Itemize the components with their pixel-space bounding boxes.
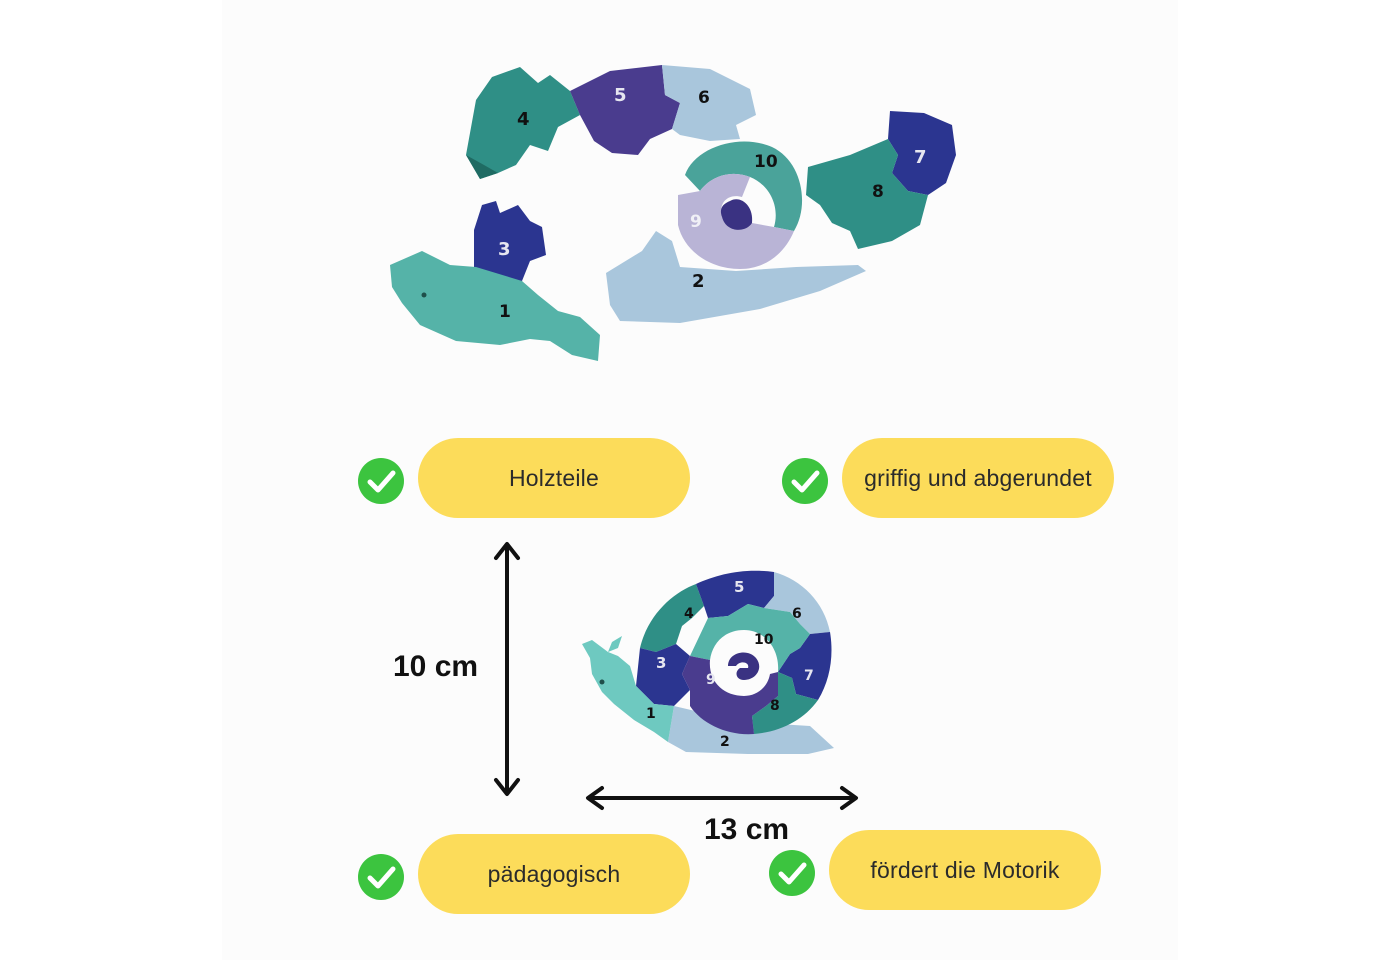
piece-number-7: 7 bbox=[914, 147, 927, 168]
check-icon bbox=[769, 850, 815, 896]
snail-piece-7 bbox=[778, 632, 832, 700]
snail-piece-5 bbox=[696, 570, 774, 618]
snail-number-1: 1 bbox=[646, 706, 656, 722]
puzzle-piece-5 bbox=[570, 65, 680, 155]
snail-number-9: 9 bbox=[706, 672, 716, 688]
piece-number-1: 1 bbox=[499, 302, 511, 322]
height-label: 10 cm bbox=[393, 650, 479, 683]
width-arrow bbox=[586, 786, 858, 810]
check-icon bbox=[358, 854, 404, 900]
piece-number-3: 3 bbox=[498, 239, 511, 260]
height-arrow bbox=[494, 542, 520, 796]
snail-number-10: 10 bbox=[754, 632, 774, 648]
piece-number-4: 4 bbox=[517, 109, 530, 130]
feature-pill-holzteile: Holzteile bbox=[418, 438, 690, 518]
puzzle-piece-2 bbox=[606, 231, 866, 323]
snail-piece-1 bbox=[582, 640, 674, 742]
puzzle-piece-10 bbox=[685, 141, 803, 231]
puzzle-piece-1 bbox=[390, 251, 600, 361]
piece-number-8: 8 bbox=[872, 182, 884, 202]
snail-number-3: 3 bbox=[656, 654, 666, 672]
width-label: 13 cm bbox=[704, 813, 790, 846]
disassembled-puzzle-image: 4 5 6 7 8 9 10 2 3 1 bbox=[390, 65, 956, 361]
piece-number-10: 10 bbox=[754, 152, 778, 172]
puzzle-piece-4 bbox=[466, 67, 580, 179]
snail-piece-3 bbox=[636, 644, 690, 706]
snail-piece-4 bbox=[640, 584, 704, 652]
piece-number-5: 5 bbox=[614, 85, 627, 106]
assembled-snail-puzzle-image: 5 6 4 10 3 9 7 8 1 2 bbox=[582, 570, 834, 754]
snail-piece-6 bbox=[764, 572, 830, 634]
snail-number-7: 7 bbox=[804, 668, 814, 684]
piece-number-6: 6 bbox=[698, 88, 710, 108]
piece-number-2: 2 bbox=[692, 271, 705, 292]
snail-number-6: 6 bbox=[792, 606, 802, 622]
feature-pill-paedagogisch: pädagogisch bbox=[418, 834, 690, 914]
feature-pill-griffig: griffig und abgerundet bbox=[842, 438, 1114, 518]
puzzle-piece-8 bbox=[806, 139, 928, 249]
puzzle-piece-3 bbox=[474, 201, 546, 281]
snail-piece-10 bbox=[690, 604, 810, 672]
check-icon bbox=[358, 458, 404, 504]
puzzle-piece-9 bbox=[678, 173, 794, 269]
snail-number-5: 5 bbox=[734, 578, 744, 596]
snail-piece-9 bbox=[682, 656, 778, 735]
snail-number-8: 8 bbox=[770, 698, 780, 714]
snail-number-4: 4 bbox=[684, 606, 694, 622]
puzzle-piece-7 bbox=[888, 111, 956, 195]
snail-number-2: 2 bbox=[720, 734, 730, 750]
feature-pill-motorik: fördert die Motorik bbox=[829, 830, 1101, 910]
piece-number-9: 9 bbox=[690, 212, 702, 232]
check-icon bbox=[782, 458, 828, 504]
snail-piece-8 bbox=[752, 672, 818, 734]
puzzle-piece-6 bbox=[662, 65, 756, 141]
